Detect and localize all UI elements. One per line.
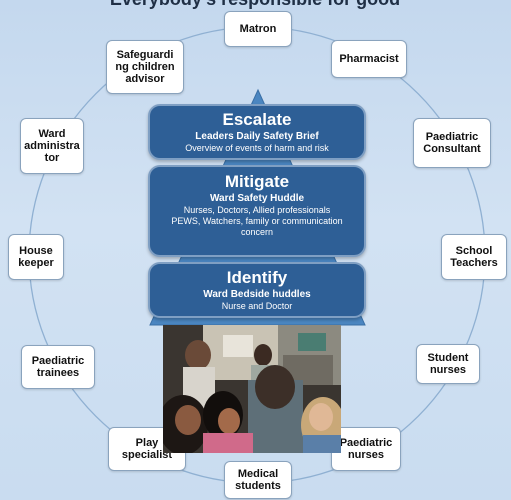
- tier-identify-subtitle: Ward Bedside huddles: [203, 289, 311, 300]
- tier-escalate-description: Overview of events of harm and risk: [185, 143, 329, 153]
- tier-mitigate-heading: Mitigate: [224, 172, 290, 191]
- tier-mitigate: Mitigate Ward Safety Huddle Nurses, Doct…: [148, 165, 366, 257]
- tier-mitigate-subtitle: Ward Safety Huddle: [209, 193, 305, 204]
- tier-mitigate-description-2: PEWS, Watchers, family or communication: [171, 216, 343, 226]
- tier-escalate-heading: Escalate: [222, 110, 292, 129]
- role-matron: Matron: [224, 11, 292, 47]
- tier-mitigate-description-3: concern: [240, 227, 274, 237]
- tier-escalate-subtitle: Leaders Daily Safety Brief: [195, 131, 319, 142]
- tier-escalate: Escalate Leaders Daily Safety Brief Over…: [148, 104, 366, 160]
- tier-identify-heading: Identify: [226, 268, 288, 287]
- ward-huddle-photo: [163, 325, 341, 453]
- role-pharmacist: Pharmacist: [331, 40, 407, 78]
- tier-identify: Identify Ward Bedside huddles Nurse and …: [148, 262, 366, 318]
- title-fragment: Everybody's responsible for good: [40, 0, 470, 10]
- tier-identify-description: Nurse and Doctor: [221, 301, 293, 311]
- tier-mitigate-description-1: Nurses, Doctors, Allied professionals: [183, 205, 331, 215]
